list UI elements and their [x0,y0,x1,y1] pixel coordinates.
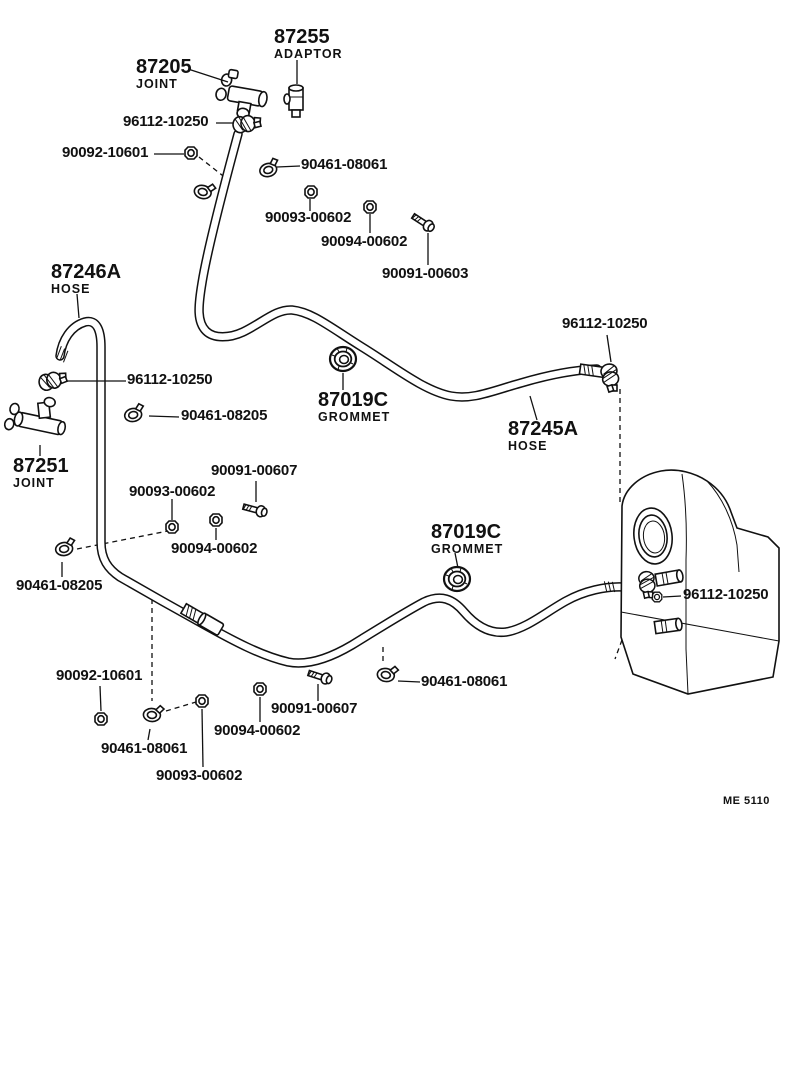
callout-nut-90094-top: 90094-00602 [321,233,408,250]
part-code: 87246A [51,261,122,283]
part-joint-87251 [3,396,67,436]
nut-90093-mid [165,520,179,534]
callout-nut-90092-top: 90092-10601 [62,144,149,161]
part-adaptor-87255 [283,84,304,118]
callout-grommet-upper: 87019C GROMMET [318,390,390,424]
bolt-90091-00607-bottom [306,666,335,687]
clamp-90461-bottom [142,703,166,724]
nut-90092-top [184,146,198,160]
bolt-90091-00607-mid [241,500,269,519]
part-code: 87205 [136,56,192,78]
callout-nut-90094-mid: 90094-00602 [171,540,258,557]
part-name: JOINT [136,77,178,91]
clamp-96112-left [36,368,70,393]
heater-pipe-nut [651,591,663,603]
callout-clamp-96112-topright: 96112-10250 [562,315,648,332]
nut-90094-top [363,200,377,214]
clamp-96112-topright [598,361,622,395]
callout-nut-90093-mid: 90093-00602 [129,483,216,500]
clamp-90461-bottomright [375,662,400,685]
part-name: ADAPTOR [274,47,343,61]
nut-90092-bottom [94,712,108,726]
callout-clamp-96112-top: 96112-10250 [123,113,209,130]
callout-clamp-96112-right: 96112-10250 [683,586,769,603]
callout-nut-90092-bottom: 90092-10601 [56,667,143,684]
part-name: JOINT [13,476,55,490]
clamp-90461-08205-upper [122,402,147,424]
hose-coupling [179,602,225,636]
part-name: HOSE [51,282,91,296]
callout-nut-90094-bottom: 90094-00602 [214,722,301,739]
callout-clamp-96112-left: 96112-10250 [127,371,213,388]
part-name: GROMMET [431,542,504,556]
callout-hose-87245a: 87245A HOSE [508,419,578,453]
callout-hose-87246a: 87246A HOSE [51,262,121,296]
nut-90093-bottom [195,694,209,708]
part-name: GROMMET [318,410,391,424]
callout-clamp-90461-bottom: 90461-08061 [101,740,188,757]
grommet-87019c-lower [442,565,472,593]
clamp-90461-08205-lower [53,536,78,558]
callout-joint-top: 87205 JOINT [136,57,192,91]
grommet-87019c-upper [328,345,358,373]
part-code: 87255 [274,26,330,48]
callout-clamp-90461-bottomright: 90461-08061 [421,673,508,690]
nut-90094-mid [209,513,223,527]
hose-87245a-upper [194,129,602,402]
clamp-96112-top [231,113,263,135]
hose-87246a-lower [55,316,629,668]
nut-90094-bottom [253,682,267,696]
callout-bolt-90091-bottom: 90091-00607 [271,700,358,717]
clamp-unlabeled [192,179,218,203]
part-code: 87245A [508,418,579,440]
part-name: HOSE [508,439,548,453]
nut-90093-top [304,185,318,199]
part-code: 87019C [318,389,389,411]
bolt-90091-00603 [409,210,438,235]
callout-clamp-90461-top: 90461-08061 [301,156,388,173]
hose-tip-hatch [56,346,69,363]
callout-clamp-90461-08205-upper: 90461-08205 [181,407,268,424]
clamp-90461-top [256,156,282,180]
part-code: 87251 [13,455,69,477]
callout-bolt-90091-top: 90091-00603 [382,265,469,282]
callout-clamp-90461-08205-lower: 90461-08205 [16,577,103,594]
hose-87246a-end-fitting [603,581,616,593]
page-code: ME 5110 [723,795,770,807]
callout-joint-87251: 87251 JOINT [13,456,69,490]
callout-grommet-lower: 87019C GROMMET [431,522,503,556]
callout-bolt-90091-mid: 90091-00607 [211,462,298,479]
leader-lines [39,60,682,768]
part-code: 87019C [431,521,502,543]
part-joint-87205 [215,68,268,120]
heater-unit [620,469,780,695]
callout-nut-90093-bottom: 90093-00602 [156,767,243,784]
callout-nut-90093-top: 90093-00602 [265,209,352,226]
callout-adaptor: 87255 ADAPTOR [274,27,343,61]
